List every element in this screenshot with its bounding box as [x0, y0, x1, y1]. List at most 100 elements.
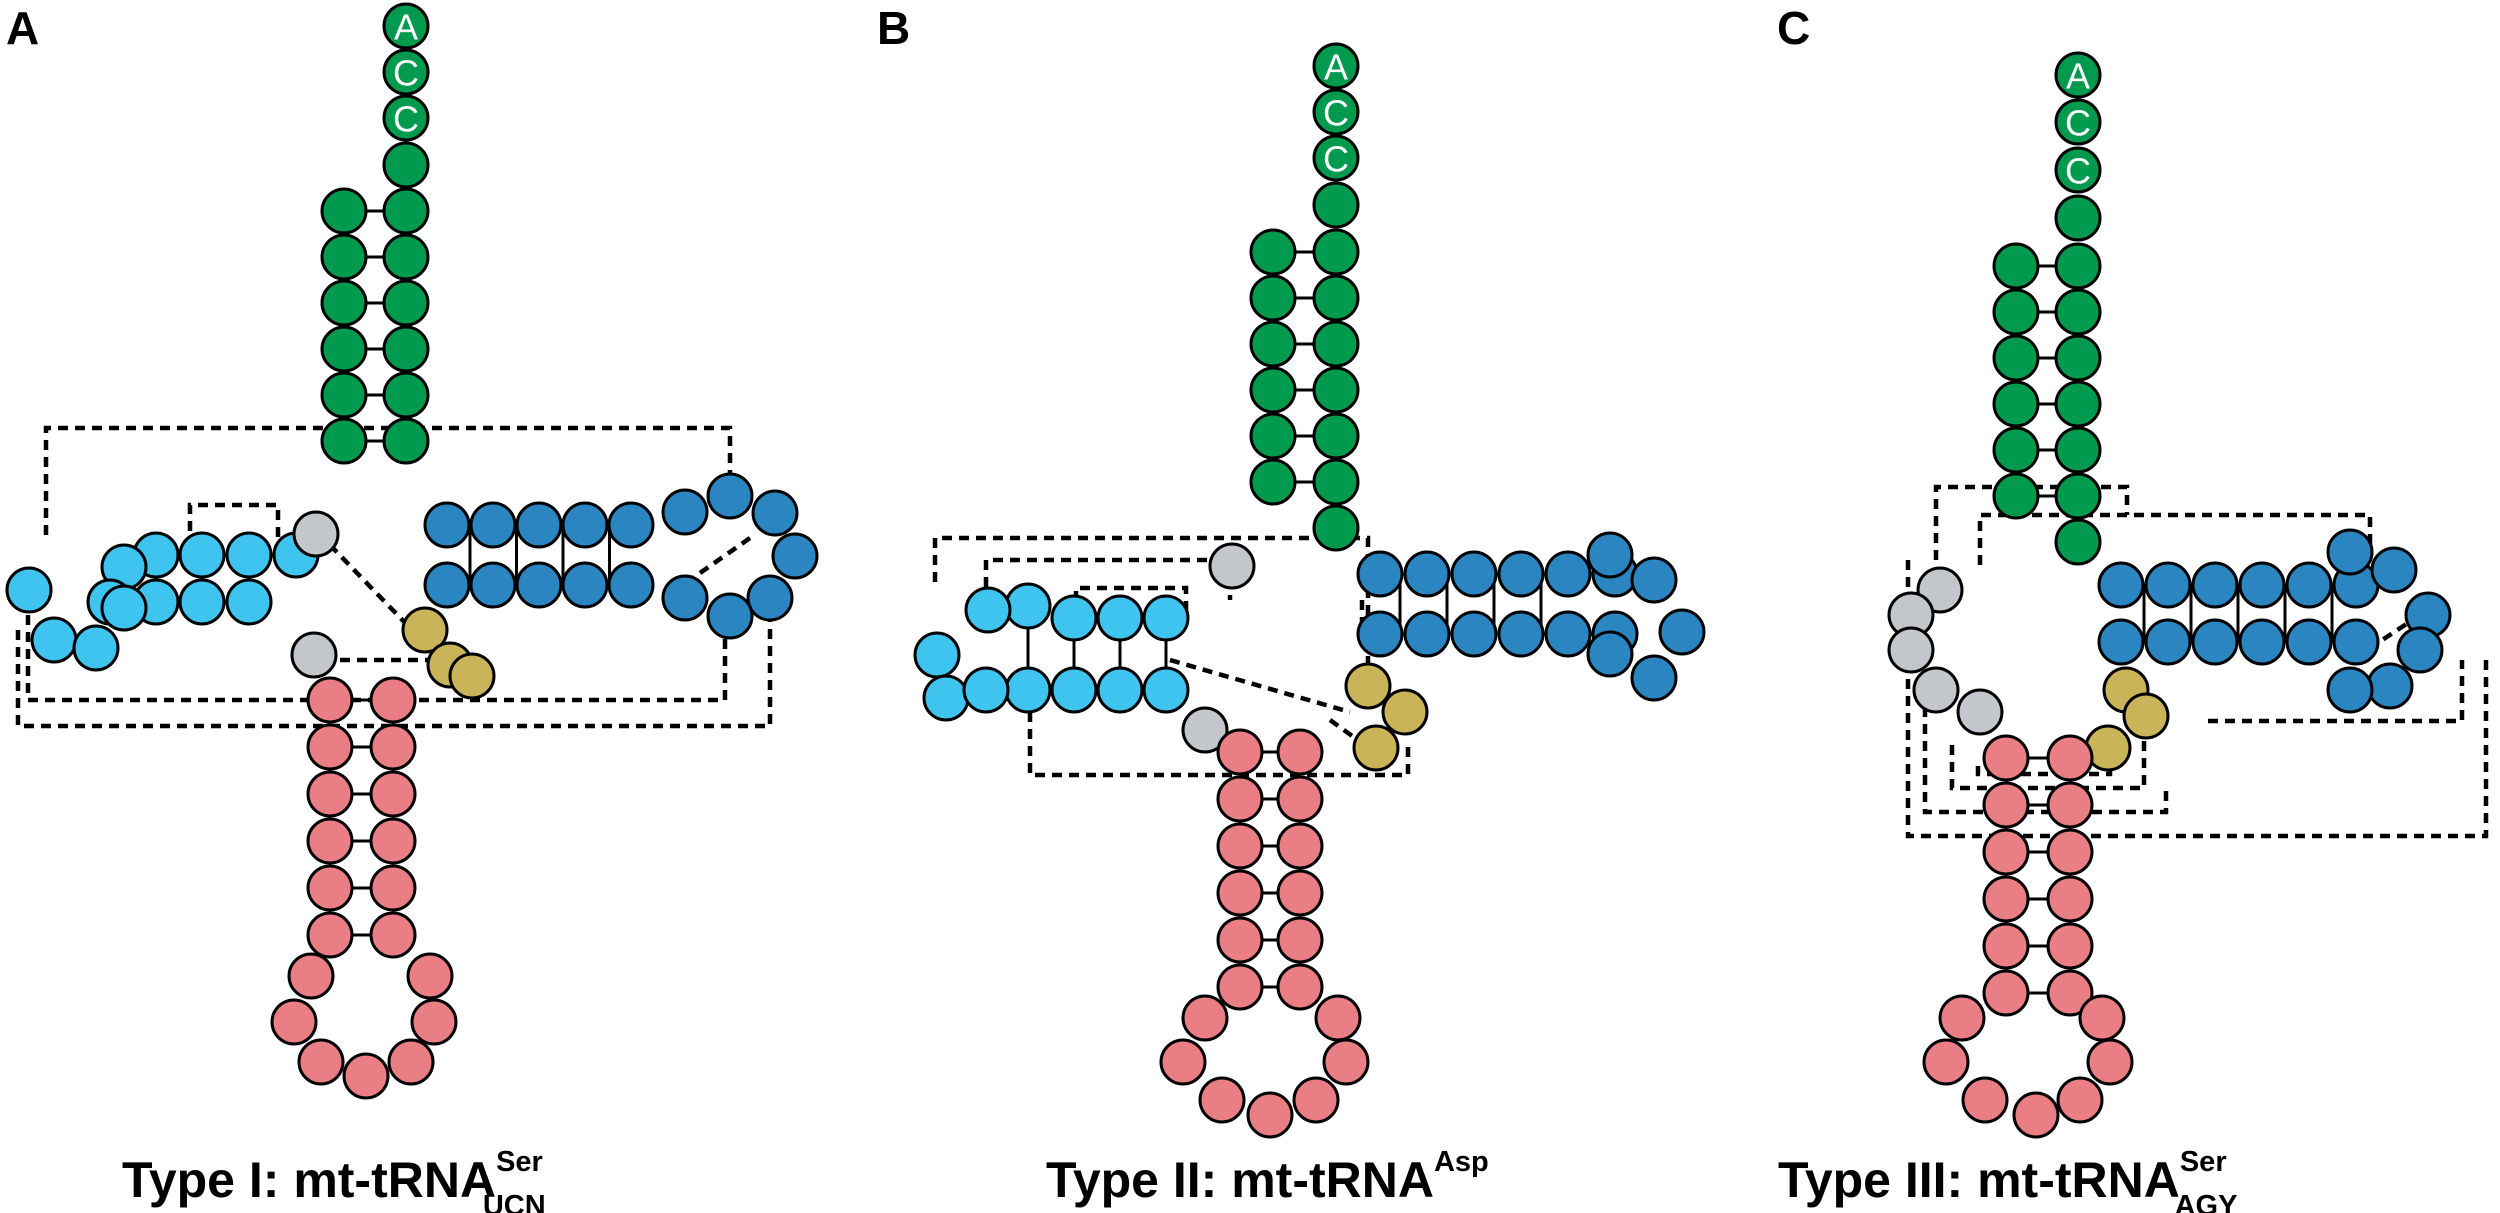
- nucleotide-anticodon: [2046, 922, 2094, 970]
- nucleotide-t-arm: [1356, 610, 1404, 658]
- nucleotide-acceptor: [320, 187, 368, 235]
- nucleotide-t-arm: [706, 592, 754, 640]
- nucleotide-t-arm: [661, 488, 709, 536]
- nucleotide-anticodon: [410, 998, 458, 1046]
- nucleotide-acceptor: [382, 2, 430, 50]
- nucleotide-t-arm: [746, 574, 794, 622]
- nucleotide-t-arm: [2285, 561, 2333, 609]
- nucleotide-anticodon: [1292, 1076, 1340, 1124]
- nucleotide-acceptor: [2054, 288, 2102, 336]
- nucleotide-acceptor: [382, 48, 430, 96]
- nucleotide-variable: [1381, 688, 1429, 736]
- nucleotide-acceptor: [2054, 334, 2102, 382]
- nucleotide-t-arm: [2326, 528, 2374, 576]
- nucleotide-d-arm: [1050, 666, 1098, 714]
- nucleotide-acceptor: [2054, 146, 2102, 194]
- nucleotide-acceptor: [320, 417, 368, 465]
- nucleotide-acceptor: [1992, 472, 2040, 520]
- nucleotide-t-arm: [607, 561, 655, 609]
- nucleotide-anticodon: [306, 817, 354, 865]
- nucleotide-anticodon: [306, 911, 354, 959]
- nucleotide-anticodon: [2078, 994, 2126, 1042]
- nucleotide-t-arm: [1586, 630, 1634, 678]
- nucleotide-anticodon: [1982, 922, 2030, 970]
- nucleotide-d-arm: [913, 631, 961, 679]
- nucleotide-t-arm: [1630, 556, 1678, 604]
- nucleotide-acceptor: [382, 371, 430, 419]
- nucleotide-d-arm: [100, 584, 148, 632]
- nucleotide-acceptor: [1992, 242, 2040, 290]
- nucleotide-anticodon: [270, 998, 318, 1046]
- nucleotide-t-arm: [2097, 561, 2145, 609]
- nucleotide-d-arm: [1004, 666, 1052, 714]
- panel-b-nucleotides: [913, 42, 1706, 1139]
- panel-c-caption-sub: AGY: [2175, 1190, 2238, 1213]
- nucleotide-acceptor: [1249, 320, 1297, 368]
- panel-a-caption-sup: Ser: [496, 1146, 543, 1178]
- nucleotide-t-arm: [2144, 618, 2192, 666]
- nucleotide-acceptor: [1312, 88, 1360, 136]
- panel-c-letter: C: [1777, 2, 1810, 54]
- nucleotide-linker: [1887, 626, 1935, 674]
- panel-a-cca-letter: C: [393, 99, 419, 140]
- nucleotide-anticodon: [1982, 734, 2030, 782]
- nucleotide-anticodon: [2046, 969, 2094, 1017]
- tertiary-interaction-line: [2350, 613, 2422, 662]
- tertiary-interaction-line: [1905, 560, 2489, 839]
- tertiary-interaction-line: [15, 616, 773, 729]
- nucleotide-anticodon: [1276, 963, 1324, 1011]
- nucleotide-anticodon: [2056, 1076, 2104, 1124]
- nucleotide-variable: [1344, 662, 1392, 710]
- panel-a-cca-letter: A: [394, 7, 418, 48]
- nucleotide-anticodon: [306, 676, 354, 724]
- nucleotide-anticodon: [1198, 1076, 1246, 1124]
- nucleotide-acceptor: [320, 279, 368, 327]
- nucleotide-t-arm: [661, 574, 709, 622]
- nucleotide-anticodon: [1982, 969, 2030, 1017]
- nucleotide-t-arm: [2285, 618, 2333, 666]
- nucleotide-acceptor: [2054, 518, 2102, 566]
- nucleotide-acceptor: [1312, 274, 1360, 322]
- panel-b-cca-letters: A C C: [1323, 47, 1349, 180]
- nucleotide-t-arm: [751, 489, 799, 537]
- nucleotide-anticodon: [1314, 994, 1362, 1042]
- panel-c-caption-sup: Ser: [2180, 1146, 2227, 1178]
- panel-a-nucleotides: [5, 2, 819, 1100]
- nucleotide-d-arm: [225, 531, 273, 579]
- panel-c-caption-main: Type III: mt-tRNA: [1778, 1152, 2180, 1208]
- panel-a-caption-main: Type I: mt-tRNA: [122, 1152, 496, 1208]
- nucleotide-t-arm: [1356, 550, 1404, 598]
- nucleotide-anticodon: [1276, 775, 1324, 823]
- nucleotide-anticodon: [342, 1052, 390, 1100]
- nucleotide-d-arm: [5, 566, 53, 614]
- nucleotide-acceptor: [1312, 181, 1360, 229]
- nucleotide-anticodon: [1276, 916, 1324, 964]
- nucleotide-d-arm: [1050, 594, 1098, 642]
- panel-b: B A C C Type II: mt-tRNAAsp: [877, 2, 1706, 1208]
- nucleotide-t-arm: [2144, 561, 2192, 609]
- nucleotide-d-arm: [1142, 666, 1190, 714]
- nucleotide-anticodon: [1982, 828, 2030, 876]
- nucleotide-acceptor: [1312, 412, 1360, 460]
- nucleotide-anticodon: [2046, 734, 2094, 782]
- nucleotide-t-arm: [469, 561, 517, 609]
- nucleotide-acceptor: [382, 141, 430, 189]
- nucleotide-t-arm: [1544, 610, 1592, 658]
- nucleotide-variable: [1352, 724, 1400, 772]
- panel-a-cca-letters: A C C: [393, 7, 419, 140]
- nucleotide-anticodon: [306, 723, 354, 771]
- nucleotide-variable: [2122, 692, 2170, 740]
- panel-b-caption-main: Type II: mt-tRNA: [1046, 1152, 1434, 1208]
- nucleotide-linker: [1912, 666, 1960, 714]
- tertiary-interaction-line: [1977, 512, 2373, 565]
- nucleotide-acceptor: [2054, 194, 2102, 242]
- nucleotide-anticodon: [1276, 822, 1324, 870]
- nucleotide-anticodon: [369, 864, 417, 912]
- nucleotide-acceptor: [1312, 458, 1360, 506]
- nucleotide-t-arm: [1497, 550, 1545, 598]
- nucleotide-d-arm: [1142, 594, 1190, 642]
- nucleotide-anticodon: [1216, 963, 1264, 1011]
- nucleotide-acceptor: [2054, 98, 2102, 146]
- nucleotide-t-arm: [1403, 610, 1451, 658]
- nucleotide-acceptor: [1992, 288, 2040, 336]
